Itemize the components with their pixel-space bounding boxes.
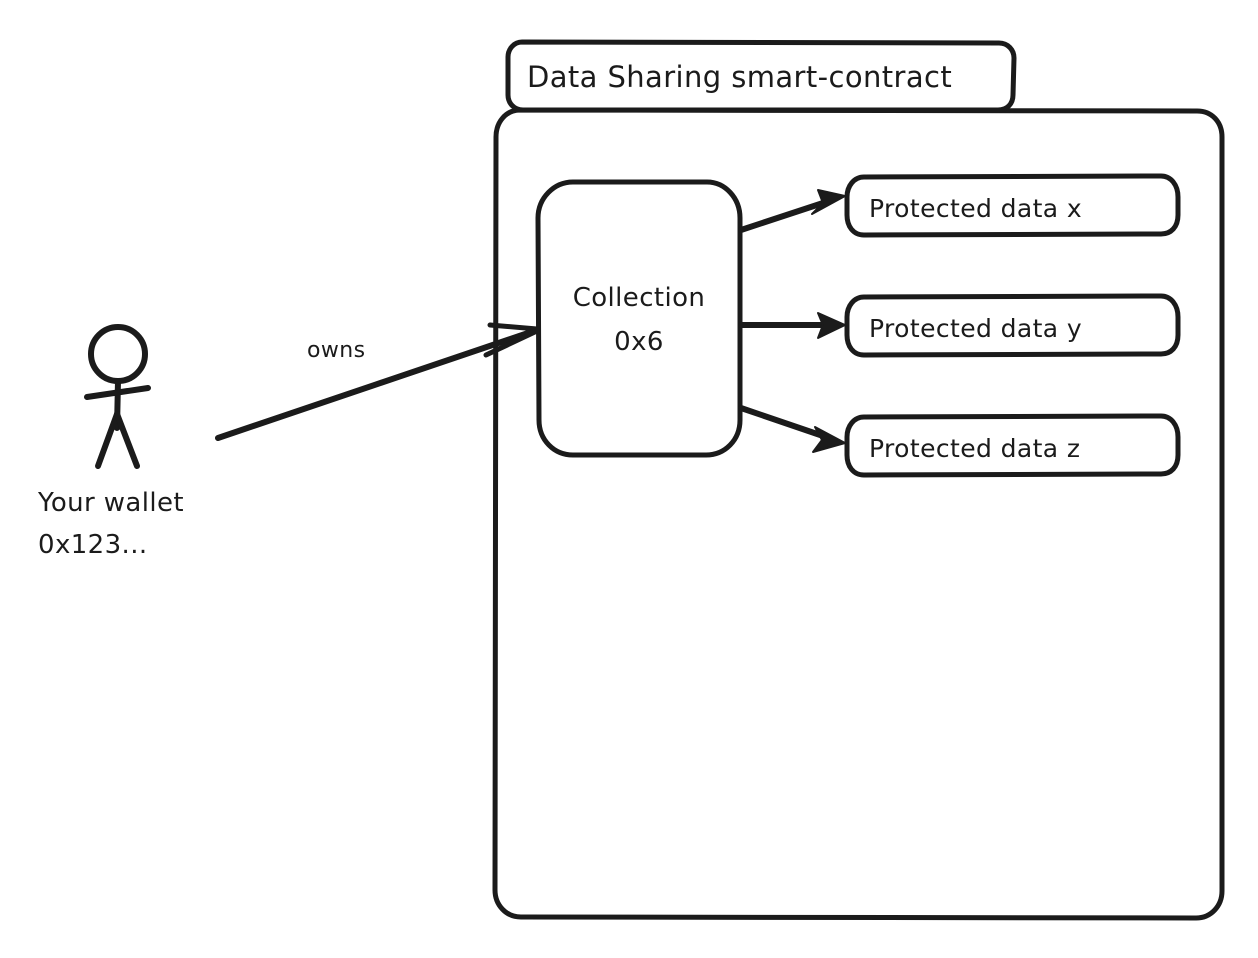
container-title-chip[interactable]	[505, 39, 1017, 113]
collection-node[interactable]	[535, 179, 743, 458]
owns-edge-label: owns	[307, 338, 365, 363]
stick-figure-person-icon	[84, 324, 151, 469]
edge-collection-to-data-z	[738, 405, 846, 453]
edge-collection-to-data-y	[738, 312, 846, 339]
protected-data-node-x[interactable]	[844, 173, 1181, 238]
protected-data-label-z: Protected data z	[869, 434, 1080, 463]
protected-data-label-y: Protected data y	[869, 314, 1082, 343]
edge-wallet-owns-collection	[215, 322, 540, 441]
collection-label-line2: 0x6	[614, 327, 664, 357]
collection-label-line1: Collection	[573, 283, 706, 313]
wallet-label-line2: 0x123...	[38, 530, 148, 560]
protected-data-node-z[interactable]	[844, 413, 1181, 478]
protected-data-node-y[interactable]	[844, 293, 1181, 358]
protected-data-label-x: Protected data x	[869, 194, 1082, 223]
edge-collection-to-data-x	[738, 189, 846, 233]
container-title-label: Data Sharing smart-contract	[527, 60, 952, 94]
wallet-label-line1: Your wallet	[37, 488, 184, 518]
